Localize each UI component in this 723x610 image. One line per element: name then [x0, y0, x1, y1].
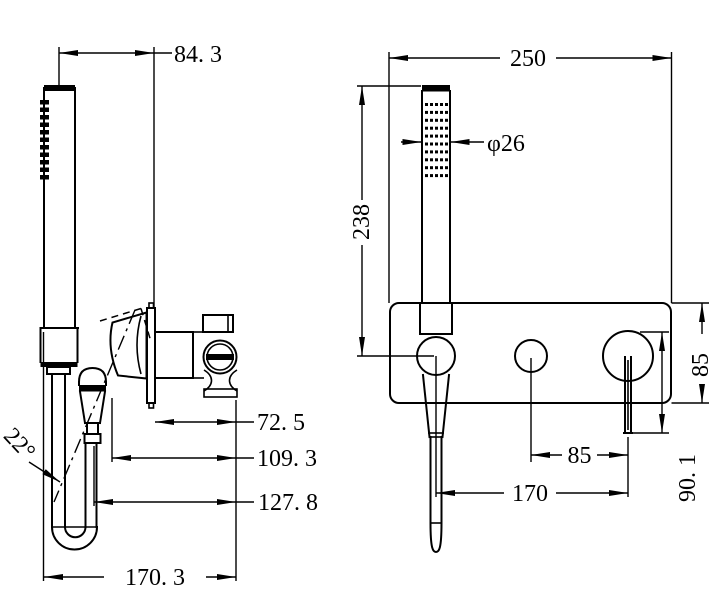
holder-and-hose-front	[416, 336, 456, 554]
dimension-wall-to-valve: 72. 5	[257, 410, 305, 436]
holder-cone-side	[77, 366, 108, 444]
side-view-dimensions: 84. 3 72. 5 109. 3 127. 8 170. 3 22°	[0, 42, 318, 591]
dimension-handshower-diameter: φ26	[487, 131, 525, 157]
mixer-lever-front	[602, 330, 654, 497]
front-view-dimensions: 250 φ26 238 85 170 90. 1 85	[349, 46, 714, 507]
nozzle-dots-side	[40, 100, 49, 180]
diverter-knob-front	[514, 339, 548, 462]
dimension-outlet-pitch: 170	[512, 481, 548, 507]
dimension-handle-pitch: 85	[568, 443, 592, 469]
front-view: 250 φ26 238 85 170 90. 1 85	[349, 46, 714, 554]
dimension-wand-offset: 84. 3	[174, 42, 222, 68]
hose-loop-side	[50, 373, 99, 551]
dimension-plate-height: 85	[688, 353, 714, 377]
valve-body-side	[154, 314, 238, 398]
wall-bracket-side	[53, 307, 152, 503]
wall-plate-side	[146, 302, 156, 409]
side-view: 84. 3 72. 5 109. 3 127. 8 170. 3 22°	[0, 42, 318, 591]
dimension-overall-depth: 170. 3	[125, 565, 185, 591]
handshower-side	[39, 85, 79, 375]
dimension-lever-drop: 90. 1	[675, 454, 701, 502]
dimension-bracket-depth: 109. 3	[257, 446, 317, 472]
dimension-plate-width: 250	[510, 46, 546, 72]
handshower-front	[419, 85, 453, 335]
dimension-handshower-height: 238	[349, 204, 375, 240]
spray-face-dots	[425, 103, 448, 178]
dimension-hose-depth: 127. 8	[258, 490, 318, 516]
dimension-holder-angle: 22°	[0, 423, 40, 465]
